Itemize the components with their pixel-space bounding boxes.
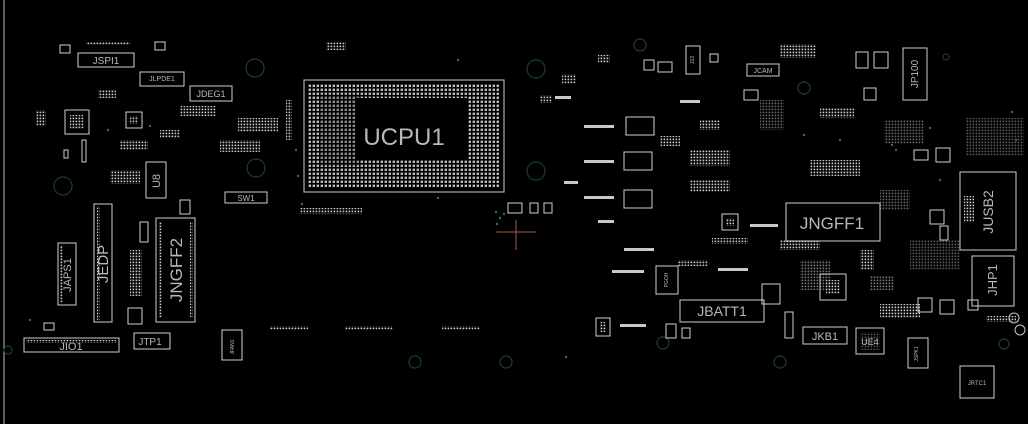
mounting-holes xyxy=(3,38,1010,369)
label-jrtc1: JRTC1 xyxy=(968,381,987,387)
vias xyxy=(28,58,1018,359)
label-japs1: JAPS1 xyxy=(62,258,74,292)
label-jp100: JP100 xyxy=(910,59,921,88)
left-components xyxy=(23,41,480,361)
label-jtp1: JTP1 xyxy=(138,337,162,348)
cpu-bga xyxy=(303,79,505,193)
label-pgoh: PGOH xyxy=(664,272,670,287)
label-jspi1: JSPI1 xyxy=(93,56,120,67)
center-right-components xyxy=(507,44,1024,399)
label-jusb2: JUSB2 xyxy=(980,190,996,234)
crosshair-cursor xyxy=(496,220,536,250)
label-jhp1: JHP1 xyxy=(985,264,1000,296)
label-sw1: SW1 xyxy=(237,194,255,203)
label-jdeg1: JDEG1 xyxy=(196,89,225,99)
label-jngff1: JNGFF1 xyxy=(800,214,864,233)
label-jbatt1: JBATT1 xyxy=(697,303,747,319)
label-jfan1: JFAN1 xyxy=(230,339,236,354)
label-jlpde1: JLPDE1 xyxy=(149,76,175,83)
label-jcam: JCAM xyxy=(753,68,772,75)
label-jngff2: JNGFF2 xyxy=(167,238,186,302)
label-jkb1: JKB1 xyxy=(812,331,838,343)
label-u8: U8 xyxy=(151,174,163,188)
label-ue4: UE4 xyxy=(861,337,879,347)
board-outline xyxy=(3,0,1026,424)
label-jio1: JIO1 xyxy=(59,341,82,353)
label-ucpu1: UCPU1 xyxy=(363,124,444,151)
label-j13: J13 xyxy=(690,56,696,64)
label-jedp: JEDP xyxy=(95,245,112,283)
reference-designators: UCPU1 JSPI1 JLPDE1 JDEG1 U8 SW1 JAPS1 JE… xyxy=(59,56,1000,387)
label-jspk1: JSPK1 xyxy=(914,346,920,362)
